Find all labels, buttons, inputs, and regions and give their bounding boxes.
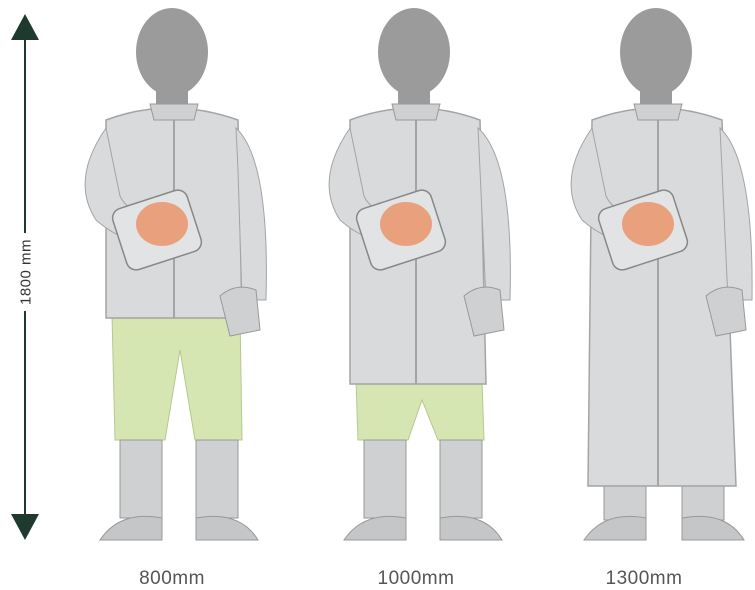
figure-caption: 1300mm <box>606 568 683 590</box>
person-coat-1000-illustration <box>310 0 530 560</box>
figure-1000mm: 1000mm <box>310 0 530 560</box>
person-coat-800-illustration <box>70 0 290 560</box>
figure-caption: 800mm <box>139 568 205 590</box>
person-coat-1300-illustration <box>540 0 755 560</box>
figure-1300mm: 1300mm <box>540 0 755 560</box>
height-label: 1800 mm <box>18 233 35 311</box>
height-scale: 1800 mm <box>0 0 50 590</box>
figure-800mm: 800mm <box>70 0 290 560</box>
figure-caption: 1000mm <box>378 568 455 590</box>
